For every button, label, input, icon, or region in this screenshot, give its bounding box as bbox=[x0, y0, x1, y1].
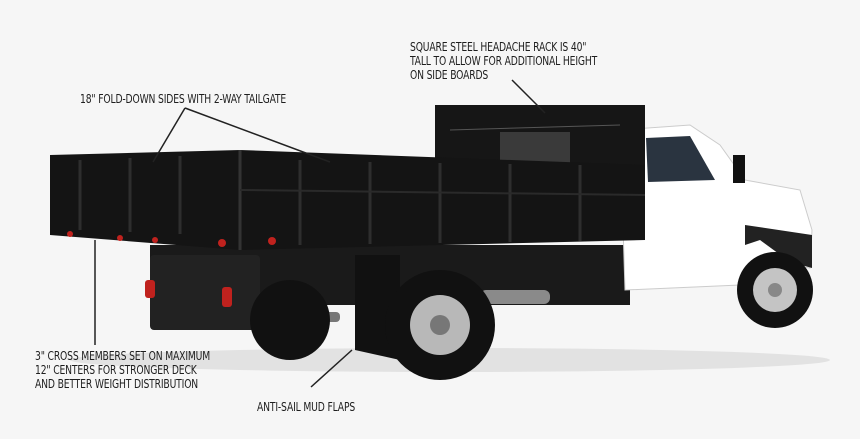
callout-fold-down-sides: 18" fold-down sides with 2-way tailgate bbox=[80, 91, 287, 106]
mud-flaps-leader-line bbox=[310, 349, 353, 388]
truck bbox=[50, 105, 830, 380]
rack-leader-line bbox=[511, 79, 546, 114]
callout-lines bbox=[94, 79, 546, 388]
callout-mud-flaps: Anti-sail mud flaps bbox=[257, 399, 356, 414]
dump-bed bbox=[50, 150, 645, 250]
rear-wheel bbox=[385, 270, 495, 380]
sides-leader-line-2 bbox=[184, 107, 331, 163]
callout-headache-rack: Square steel headache rack is 40" tall t… bbox=[410, 39, 598, 82]
sides-leader-line-1 bbox=[152, 107, 186, 163]
callout-cross-members: 3" cross members set on maximum 12" cent… bbox=[35, 348, 211, 391]
front-wheel bbox=[737, 252, 813, 328]
